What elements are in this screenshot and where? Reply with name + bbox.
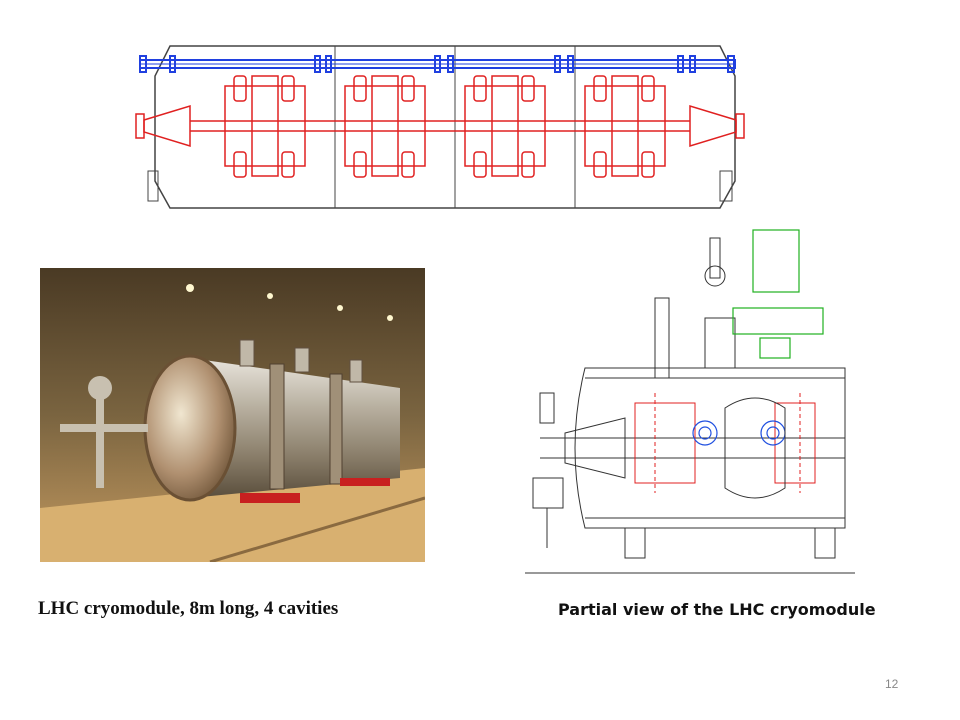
cryomodule-drawing	[130, 36, 750, 216]
cryomodule-photo	[40, 268, 425, 562]
caption-cryomodule: LHC cryomodule, 8m long, 4 cavities	[38, 598, 339, 619]
caption-partial-view: Partial view of the LHC cryomodule	[558, 600, 876, 619]
page-number: 12	[885, 677, 899, 691]
partial-view-drawing	[525, 228, 855, 578]
